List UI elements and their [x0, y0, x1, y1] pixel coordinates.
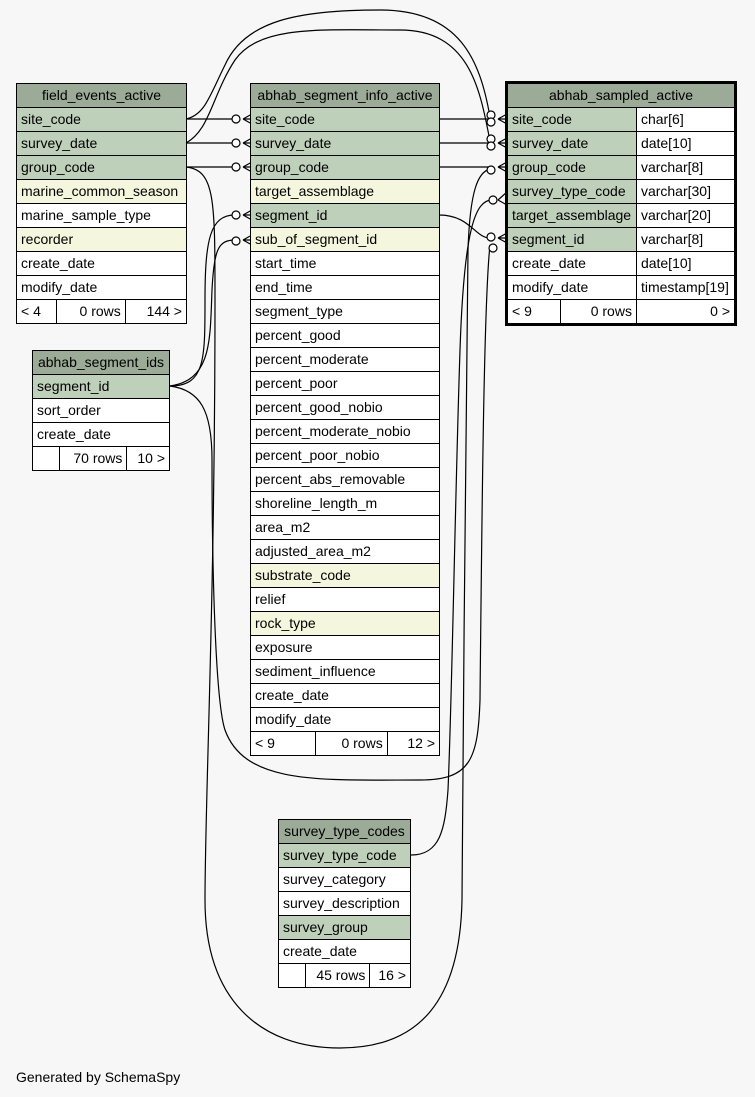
column-type: varchar[20] [635, 203, 737, 228]
column-modify-date: modify_date [16, 275, 187, 300]
table-survey-type-codes[interactable]: survey_type_codes survey_type_code surve… [278, 819, 411, 988]
children-count[interactable]: 16 > [369, 963, 411, 988]
column-marine-sample-type: marine_sample_type [16, 203, 187, 228]
parents-count[interactable] [32, 446, 60, 471]
column-sub-of-segment-id: sub_of_segment_id [250, 227, 440, 252]
parents-count[interactable]: < 9 [250, 731, 316, 756]
column-survey-date: survey_date [506, 131, 637, 156]
table-abhab-sampled-active[interactable]: abhab_sampled_active site_code char[6] s… [505, 81, 737, 326]
column-survey-group: survey_group [278, 915, 411, 940]
column-create-date: create_date [250, 683, 440, 708]
column-end-time: end_time [250, 275, 440, 300]
column-segment-id: segment_id [32, 374, 170, 399]
row-count: 0 rows [560, 299, 637, 325]
children-count[interactable]: 0 > [635, 299, 737, 325]
column-modify-date: modify_date [250, 707, 440, 732]
column-type: date[10] [635, 131, 737, 156]
column-sort-order: sort_order [32, 398, 170, 423]
column-target-assemblage: target_assemblage [506, 203, 637, 228]
column-type: varchar[8] [635, 227, 737, 252]
column-segment-id: segment_id [250, 203, 440, 228]
column-substrate-code: substrate_code [250, 563, 440, 588]
column-percent-poor-nobio: percent_poor_nobio [250, 443, 440, 468]
column-percent-moderate: percent_moderate [250, 347, 440, 372]
table-title[interactable]: abhab_segment_ids [32, 350, 170, 375]
column-percent-good-nobio: percent_good_nobio [250, 395, 440, 420]
column-type: char[6] [635, 107, 737, 132]
column-create-date: create_date [506, 251, 637, 276]
children-count[interactable]: 10 > [126, 446, 170, 471]
column-sediment-influence: sediment_influence [250, 659, 440, 684]
column-adjusted-area-m2: adjusted_area_m2 [250, 539, 440, 564]
column-shoreline-length-m: shoreline_length_m [250, 491, 440, 516]
table-title[interactable]: field_events_active [16, 83, 187, 108]
column-create-date: create_date [278, 939, 411, 964]
edge-info-segment-id [438, 214, 491, 239]
column-type: date[10] [635, 251, 737, 276]
column-recorder: recorder [16, 227, 187, 252]
column-survey-date: survey_date [250, 131, 440, 156]
column-percent-poor: percent_poor [250, 371, 440, 396]
column-start-time: start_time [250, 251, 440, 276]
column-group-code: group_code [250, 155, 440, 180]
column-modify-date: modify_date [506, 275, 637, 300]
parents-count[interactable]: < 9 [506, 299, 561, 325]
row-count: 70 rows [58, 446, 128, 471]
column-create-date: create_date [32, 422, 170, 447]
column-target-assemblage: target_assemblage [250, 179, 440, 204]
column-survey-description: survey_description [278, 891, 411, 916]
parents-count[interactable]: < 4 [16, 299, 57, 324]
column-type: varchar[8] [635, 155, 737, 180]
column-group-code: group_code [16, 155, 187, 180]
children-count[interactable]: 12 > [386, 731, 441, 756]
table-abhab-segment-info-active[interactable]: abhab_segment_info_active site_code surv… [250, 83, 441, 756]
table-title[interactable]: abhab_segment_info_active [250, 83, 440, 108]
column-marine-common-season: marine_common_season [16, 179, 187, 204]
column-type: varchar[30] [635, 179, 737, 204]
column-rock-type: rock_type [250, 611, 440, 636]
column-percent-abs-removable: percent_abs_removable [250, 467, 440, 492]
column-site-code: site_code [250, 107, 440, 132]
column-percent-good: percent_good [250, 323, 440, 348]
column-segment-id: segment_id [506, 227, 637, 252]
column-site-code: site_code [506, 107, 637, 132]
column-relief: relief [250, 587, 440, 612]
column-segment-type: segment_type [250, 299, 440, 324]
parents-count[interactable] [278, 963, 306, 988]
column-survey-type-code: survey_type_code [506, 179, 637, 204]
row-count: 0 rows [315, 731, 388, 756]
children-count[interactable]: 144 > [124, 299, 188, 324]
table-abhab-segment-ids[interactable]: abhab_segment_ids segment_id sort_order … [32, 350, 170, 471]
column-site-code: site_code [16, 107, 187, 132]
column-type: timestamp[19] [635, 275, 737, 300]
column-area-m2: area_m2 [250, 515, 440, 540]
row-count: 45 rows [304, 963, 371, 988]
column-survey-date: survey_date [16, 131, 187, 156]
table-title[interactable]: abhab_sampled_active [506, 82, 736, 108]
generated-by-footer: Generated by SchemaSpy [16, 1069, 181, 1085]
column-group-code: group_code [506, 155, 637, 180]
column-survey-type-code: survey_type_code [278, 843, 411, 868]
column-exposure: exposure [250, 635, 440, 660]
column-survey-category: survey_category [278, 867, 411, 892]
table-title[interactable]: survey_type_codes [278, 819, 411, 844]
column-percent-moderate-nobio: percent_moderate_nobio [250, 419, 440, 444]
column-create-date: create_date [16, 251, 187, 276]
row-count: 0 rows [55, 299, 126, 324]
table-field-events-active[interactable]: field_events_active site_code survey_dat… [16, 83, 188, 324]
